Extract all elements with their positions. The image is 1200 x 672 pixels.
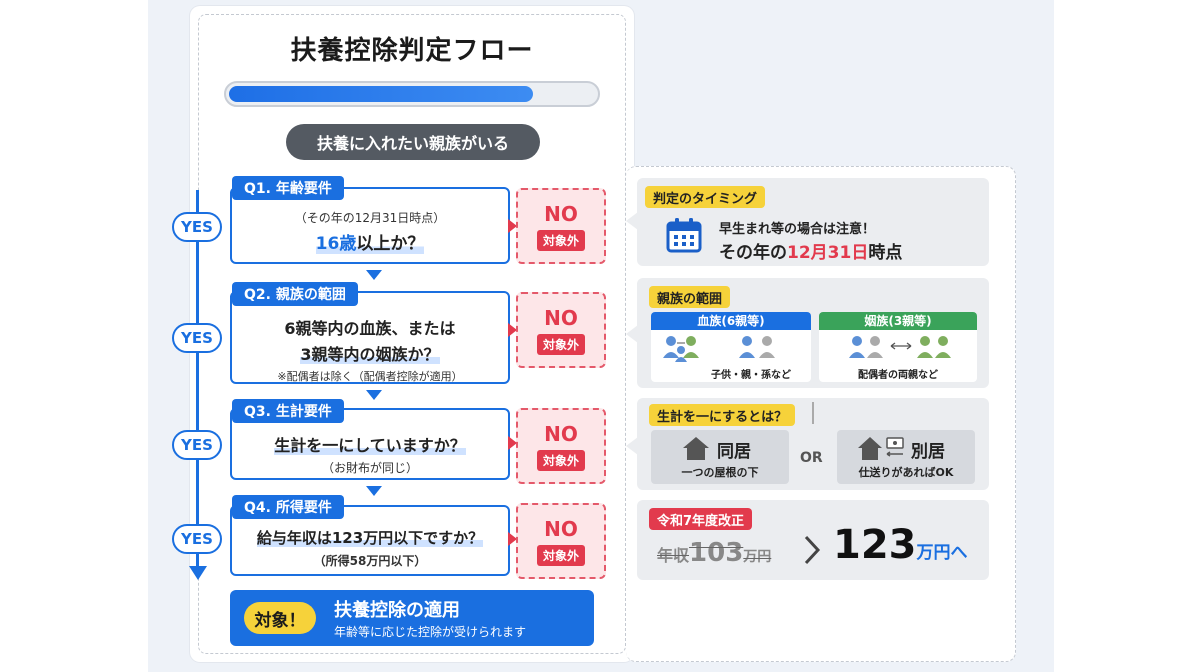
family-people-icon: [661, 334, 796, 366]
or-label: OR: [800, 450, 823, 466]
timing-panel: 判定のタイミング 早生まれ等の場合は注意！ その年の12月31日時点: [637, 178, 989, 266]
q3-note: （お財布が同じ）: [321, 461, 418, 475]
q3-box: 生計を一にしていますか？ （お財布が同じ）: [230, 408, 510, 480]
relatives-panel: 親族の範囲 血族(6親等) 子供・親・孫など 姻族(3親等): [637, 278, 989, 388]
separate-card: 別居 仕送りがあればOK: [837, 430, 975, 484]
q1-tag: Q1. 年齢要件: [232, 176, 344, 200]
panel-pointer-2: [626, 325, 638, 343]
no-label-q2: NO: [544, 305, 578, 330]
cohabit-title: 同居: [717, 442, 751, 462]
q4-note: （所得58万円以下）: [313, 554, 427, 568]
q4-tag: Q4. 所得要件: [232, 495, 344, 519]
timing-line1: 早生まれ等の場合は注意！: [719, 222, 876, 237]
separate-sub: 仕送りがあればOK: [858, 466, 954, 479]
yes-flow-line: [196, 190, 199, 568]
result-sub: 年齢等に応じた控除が受けられます: [334, 625, 527, 639]
inlaw-caption: 配偶者の両親など: [858, 370, 938, 381]
house-icon: [681, 435, 711, 465]
blood-caption: 子供・親・孫など: [711, 370, 791, 381]
timing-line2: その年の12月31日時点: [719, 243, 903, 263]
result-badge: 対象！: [244, 602, 316, 634]
cohabit-card: 同居 一つの屋根の下: [651, 430, 789, 484]
house-transfer-icon: [857, 435, 905, 465]
no-label-q3: NO: [544, 421, 578, 446]
no-arrow-3: [508, 436, 517, 450]
result-box: 対象！ 扶養控除の適用 年齢等に応じた控除が受けられます: [230, 590, 594, 646]
q1-line2: 16歳以上か？: [232, 229, 508, 254]
q3-line1: 生計を一にしていますか？: [274, 436, 466, 455]
timing-tag: 判定のタイミング: [645, 186, 766, 208]
no-box-q4: NO 対象外: [516, 503, 606, 579]
blood-heading: 血族(6親等): [651, 312, 811, 330]
q1-age: 16歳: [315, 234, 357, 254]
new-threshold: 123万円へ: [833, 522, 968, 568]
living-panel: 生計を一にするとは？ 同居 一つの屋根の下 OR 別居 仕送りがあればOK: [637, 398, 989, 490]
progress-fill: [229, 86, 533, 102]
start-node: 扶養に入れたい親族がいる: [286, 124, 540, 160]
q2-line1: 6親等内の血族、または: [284, 319, 456, 338]
cohabit-sub: 一つの屋根の下: [681, 466, 759, 479]
panel-pointer-3: [626, 437, 638, 455]
reform-tag: 令和7年度改正: [649, 508, 753, 530]
no-label-q4: NO: [544, 516, 578, 541]
no-arrow-4: [508, 532, 517, 546]
down-arrow-2: [366, 390, 382, 400]
no-label-q1: NO: [544, 201, 578, 226]
blood-card: 血族(6親等) 子供・親・孫など: [651, 312, 811, 382]
yes-flow-arrow: [189, 566, 207, 580]
q4-line1: 給与年収は123万円以下ですか？: [256, 529, 484, 547]
no-box-q2: NO 対象外: [516, 292, 606, 368]
q2-box: 6親等内の血族、または 3親等内の姻族か？ ※配偶者は除く（配偶者控除が適用）: [230, 291, 510, 384]
down-arrow-1: [366, 270, 382, 280]
q4-box: 給与年収は123万円以下ですか？ （所得58万円以下）: [230, 505, 510, 576]
calendar-icon: [665, 216, 703, 258]
yes-badge-q3: YES: [172, 430, 222, 460]
result-title: 扶養控除の適用: [334, 600, 460, 621]
progress-bar: [224, 81, 600, 107]
yes-badge-q2: YES: [172, 323, 222, 353]
inlaw-heading: 姻族(3親等): [819, 312, 977, 330]
inlaw-card: 姻族(3親等) 配偶者の両親など: [819, 312, 977, 382]
yes-badge-q4: YES: [172, 524, 222, 554]
down-arrow-3: [366, 486, 382, 496]
out-label-q1: 対象外: [536, 229, 585, 251]
old-threshold: 年収103万円: [657, 538, 772, 568]
q3-tag: Q3. 生計要件: [232, 399, 344, 423]
reform-panel: 令和7年度改正 年収103万円 123万円へ: [637, 500, 989, 580]
q2-line2: 3親等内の姻族か？: [300, 345, 440, 364]
page-title: 扶養控除判定フロー: [290, 36, 534, 66]
out-label-q2: 対象外: [536, 333, 585, 355]
no-box-q3: NO 対象外: [516, 408, 606, 484]
no-box-q1: NO 対象外: [516, 188, 606, 264]
q1-line1: （その年の12月31日時点）: [294, 211, 446, 225]
living-tag: 生計を一にするとは？: [649, 404, 796, 426]
no-arrow-1: [508, 219, 517, 233]
q1-box: （その年の12月31日時点） 16歳以上か？: [230, 187, 510, 264]
no-arrow-2: [508, 323, 517, 337]
relatives-tag: 親族の範囲: [649, 286, 731, 308]
out-label-q4: 対象外: [536, 544, 585, 566]
chevron-right-icon: [803, 534, 821, 570]
separate-title: 別居: [911, 442, 945, 462]
q2-note: ※配偶者は除く（配偶者控除が適用）: [277, 370, 463, 383]
panel-pointer-1: [626, 212, 638, 230]
yes-badge-q1: YES: [172, 212, 222, 242]
q1-line2-rest: 以上か？: [356, 234, 425, 254]
q2-tag: Q2. 親族の範囲: [232, 282, 358, 306]
inlaw-people-icon: [847, 334, 957, 366]
out-label-q3: 対象外: [536, 449, 585, 471]
